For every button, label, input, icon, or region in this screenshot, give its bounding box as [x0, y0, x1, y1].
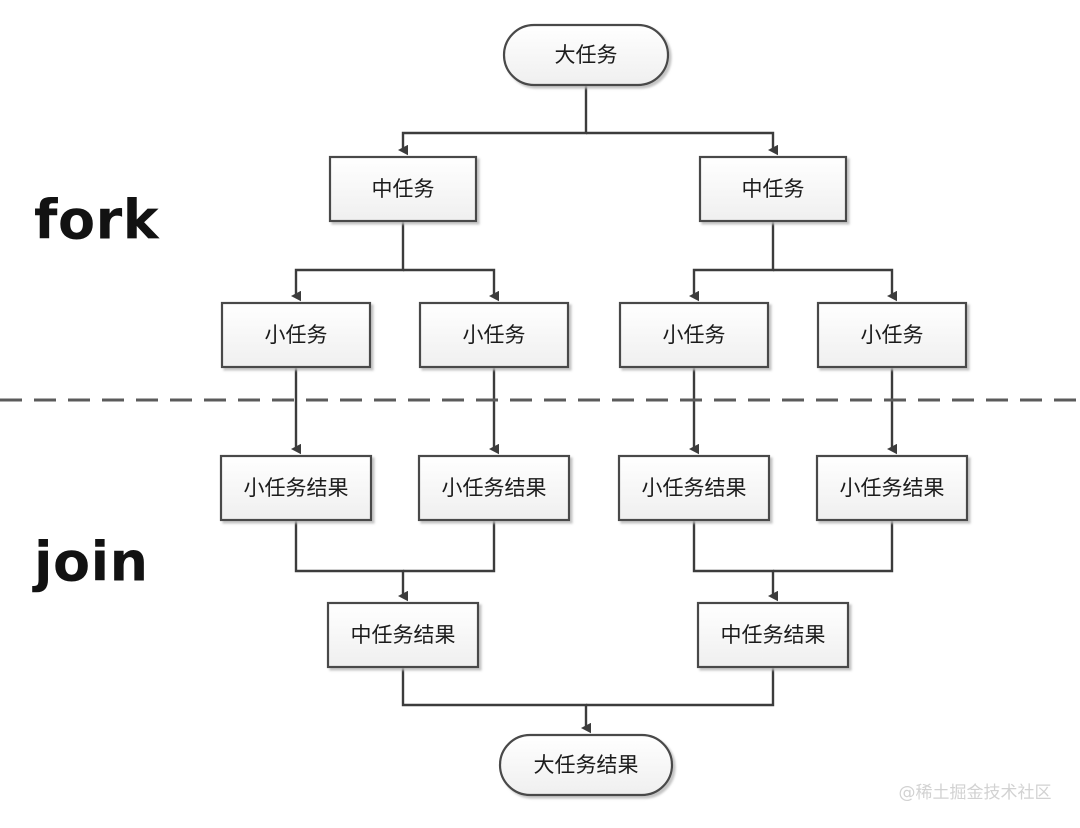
edge-mid-result-left-to-final: [401, 667, 591, 734]
edge-root-to-mid-left: [398, 85, 588, 156]
edge-mid-result-right-to-final: [586, 667, 775, 707]
node-final-result-shape[interactable]: [498, 733, 674, 797]
node-root[interactable]: 大任务: [502, 23, 670, 87]
node-final-result-label: 大任务结果: [534, 753, 639, 777]
node-small-result-2-shape[interactable]: [417, 454, 571, 522]
node-small-1-shape[interactable]: [220, 301, 372, 369]
node-small-result-1[interactable]: 小任务结果: [219, 454, 373, 522]
node-root-label: 大任务: [555, 43, 618, 67]
node-small-result-3-label: 小任务结果: [642, 476, 747, 500]
edge-mid-left-to-small-2: [403, 268, 499, 302]
node-mid-right[interactable]: 中任务: [698, 155, 848, 223]
node-small-2-shape[interactable]: [418, 301, 570, 369]
node-small-4-label: 小任务: [861, 323, 924, 347]
node-mid-left[interactable]: 中任务: [328, 155, 478, 223]
edge-result-1-to-mid-result-left: [294, 520, 408, 602]
node-small-1[interactable]: 小任务: [220, 301, 372, 369]
node-small-4-shape[interactable]: [816, 301, 968, 369]
edge-root-to-mid-right: [586, 131, 778, 156]
node-small-3-label: 小任务: [663, 323, 726, 347]
edge-result-3-to-mid-result-right: [692, 520, 778, 602]
node-mid-left-label: 中任务: [372, 177, 435, 201]
node-mid-result-right-label: 中任务结果: [721, 623, 826, 647]
node-mid-result-right-shape[interactable]: [696, 601, 850, 669]
node-small-3[interactable]: 小任务: [618, 301, 770, 369]
edge-mid-right-to-small-3: [689, 221, 775, 302]
node-mid-right-shape[interactable]: [698, 155, 848, 223]
node-small-4[interactable]: 小任务: [816, 301, 968, 369]
node-small-3-shape[interactable]: [618, 301, 770, 369]
node-layer: 大任务 中任务 中任务 小任务 小任务 小任务: [219, 23, 969, 797]
node-small-2[interactable]: 小任务: [418, 301, 570, 369]
node-small-result-2[interactable]: 小任务结果: [417, 454, 571, 522]
node-mid-result-left-shape[interactable]: [326, 601, 480, 669]
edge-mid-left-to-small-1: [291, 221, 405, 302]
node-small-result-1-shape[interactable]: [219, 454, 373, 522]
edge-mid-right-to-small-4: [773, 268, 897, 302]
node-small-result-3-shape[interactable]: [617, 454, 771, 522]
node-root-shape[interactable]: [502, 23, 670, 87]
node-mid-result-right[interactable]: 中任务结果: [696, 601, 850, 669]
node-small-result-1-label: 小任务结果: [244, 476, 349, 500]
node-small-result-4[interactable]: 小任务结果: [815, 454, 969, 522]
phase-label-fork: fork: [34, 189, 160, 252]
edge-result-2-to-mid-result-left: [403, 520, 496, 573]
node-small-result-4-label: 小任务结果: [840, 476, 945, 500]
edge-result-4-to-mid-result-right: [773, 520, 894, 573]
node-mid-result-left[interactable]: 中任务结果: [326, 601, 480, 669]
node-mid-right-label: 中任务: [742, 177, 805, 201]
node-mid-left-shape[interactable]: [328, 155, 478, 223]
connector-layer: [291, 85, 897, 734]
node-final-result[interactable]: 大任务结果: [498, 733, 674, 797]
node-small-result-2-label: 小任务结果: [442, 476, 547, 500]
phase-label-join: join: [32, 531, 149, 594]
node-small-result-4-shape[interactable]: [815, 454, 969, 522]
node-small-1-label: 小任务: [265, 323, 328, 347]
watermark-label: @稀土掘金技术社区: [899, 783, 1052, 803]
node-small-2-label: 小任务: [463, 323, 526, 347]
node-mid-result-left-label: 中任务结果: [351, 623, 456, 647]
node-small-result-3[interactable]: 小任务结果: [617, 454, 771, 522]
